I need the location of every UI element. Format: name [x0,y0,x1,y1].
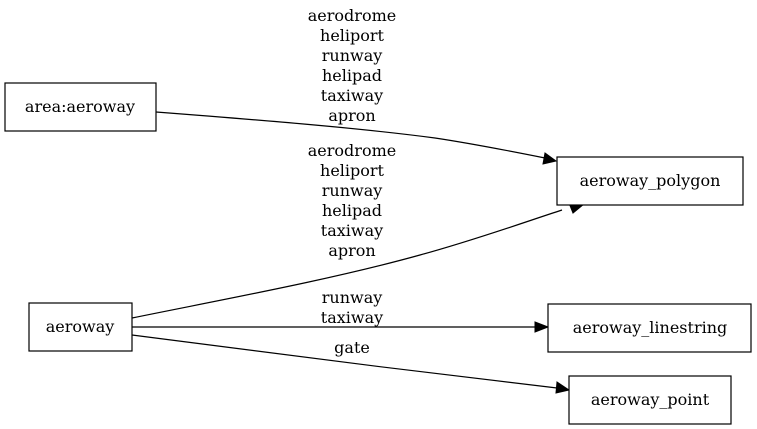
edge-label-point-0: gate [334,338,370,357]
node-aeroway-linestring[interactable]: aeroway_linestring [547,303,752,353]
edge-label-area-4: taxiway [321,86,383,105]
edge-label-area-3: helipad [322,66,382,85]
edge-label-linestring-1: taxiway [321,308,383,327]
node-aeroway-point[interactable]: aeroway_point [568,375,732,425]
node-label: aeroway [46,317,115,336]
arrowhead-icon [542,152,558,165]
edge-line [155,111,546,159]
edge-area-to-polygon: aerodrome heliport runway helipad taxiwa… [155,6,558,165]
arrowhead-icon [555,381,571,394]
edge-label-aeroway-1: heliport [320,161,385,180]
node-box [4,82,157,132]
edge-line [131,209,563,319]
node-box [28,302,133,352]
edge-aeroway-to-point: gate [131,334,571,394]
edge-label-linestring-0: runway [322,288,383,307]
node-label: area:aeroway [25,97,135,116]
edge-label-aeroway-5: apron [328,241,375,260]
node-box [547,303,752,353]
edge-aeroway-to-linestring: runway taxiway [132,288,550,333]
edge-aeroway-to-polygon: aerodrome heliport runway helipad taxiwa… [131,141,586,319]
node-box [556,156,744,206]
node-label: aeroway_linestring [573,318,728,337]
node-label: aeroway_polygon [580,171,721,190]
node-aeroway[interactable]: aeroway [28,302,133,352]
arrowhead-icon [534,321,550,333]
node-box [568,375,732,425]
edge-label-aeroway-4: taxiway [321,221,383,240]
edge-label-area-0: aerodrome [308,6,396,25]
edge-label-aeroway-2: runway [322,181,383,200]
edge-line [131,334,558,389]
edge-label-aeroway-0: aerodrome [308,141,396,160]
edge-label-area-5: apron [328,106,375,125]
edge-label-aeroway-3: helipad [322,201,382,220]
edge-label-area-1: heliport [320,26,385,45]
edge-label-area-2: runway [322,46,383,65]
node-label: aeroway_point [591,390,710,409]
node-area-aeroway[interactable]: area:aeroway [4,82,157,132]
node-aeroway-polygon[interactable]: aeroway_polygon [556,156,744,206]
